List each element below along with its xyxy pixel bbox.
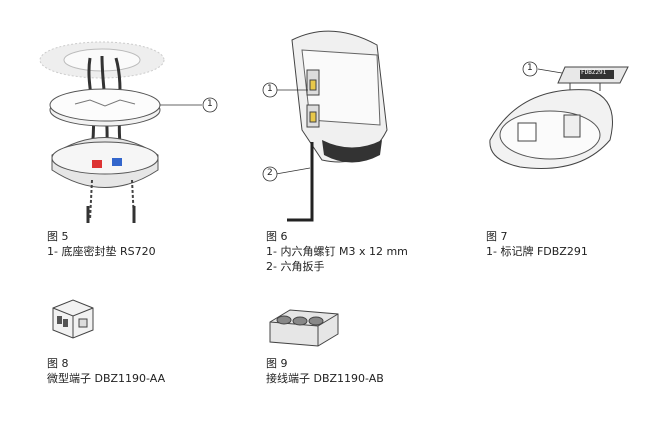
figure-9-line-1: 接线端子 DBZ1190-AB <box>266 372 384 385</box>
figure-5-caption: 图 5 1- 底座密封垫 RS720 <box>47 229 156 259</box>
figure-7-caption: 图 7 1- 标记牌 FDBZ291 <box>486 229 588 259</box>
detector-base-seal-illustration <box>39 41 218 223</box>
figure-8-line-1: 微型端子 DBZ1190-AA <box>47 372 166 385</box>
figure-9-title: 图 9 <box>266 357 288 370</box>
terminal-connector-illustration <box>269 309 339 347</box>
figure-7-title: 图 7 <box>486 230 508 243</box>
figure-5-line-1: 1- 底座密封垫 RS720 <box>47 245 156 258</box>
figure-9-caption: 图 9 接线端子 DBZ1190-AB <box>266 356 384 386</box>
figure-7: 1 FDBZ291 <box>480 55 640 225</box>
figure-6-line-2: 2- 六角扳手 <box>266 260 325 273</box>
callout-1: 1 <box>207 99 213 109</box>
figure-6-line-1: 1- 内六角螺钉 M3 x 12 mm <box>266 245 408 258</box>
figure-8 <box>48 298 98 343</box>
label-plate-text: FDBZ291 <box>581 69 607 76</box>
detector-head-hex-screw-illustration <box>262 30 388 222</box>
callout-1: 1 <box>267 84 273 94</box>
figure-6-caption: 图 6 1- 内六角螺钉 M3 x 12 mm 2- 六角扳手 <box>266 229 408 274</box>
figure-6-title: 图 6 <box>266 230 288 243</box>
figure-8-caption: 图 8 微型端子 DBZ1190-AA <box>47 356 165 386</box>
figure-6: 1 2 <box>262 20 402 225</box>
callout-2: 2 <box>267 168 273 178</box>
base-label-plate-illustration <box>489 61 629 169</box>
figure-5-title: 图 5 <box>47 230 69 243</box>
callout-1: 1 <box>527 63 533 73</box>
figure-7-line-1: 1- 标记牌 FDBZ291 <box>486 245 588 258</box>
figure-9 <box>266 306 346 351</box>
figure-5: 1 <box>30 20 230 225</box>
figure-8-title: 图 8 <box>47 357 69 370</box>
mini-terminal-illustration <box>52 299 94 339</box>
